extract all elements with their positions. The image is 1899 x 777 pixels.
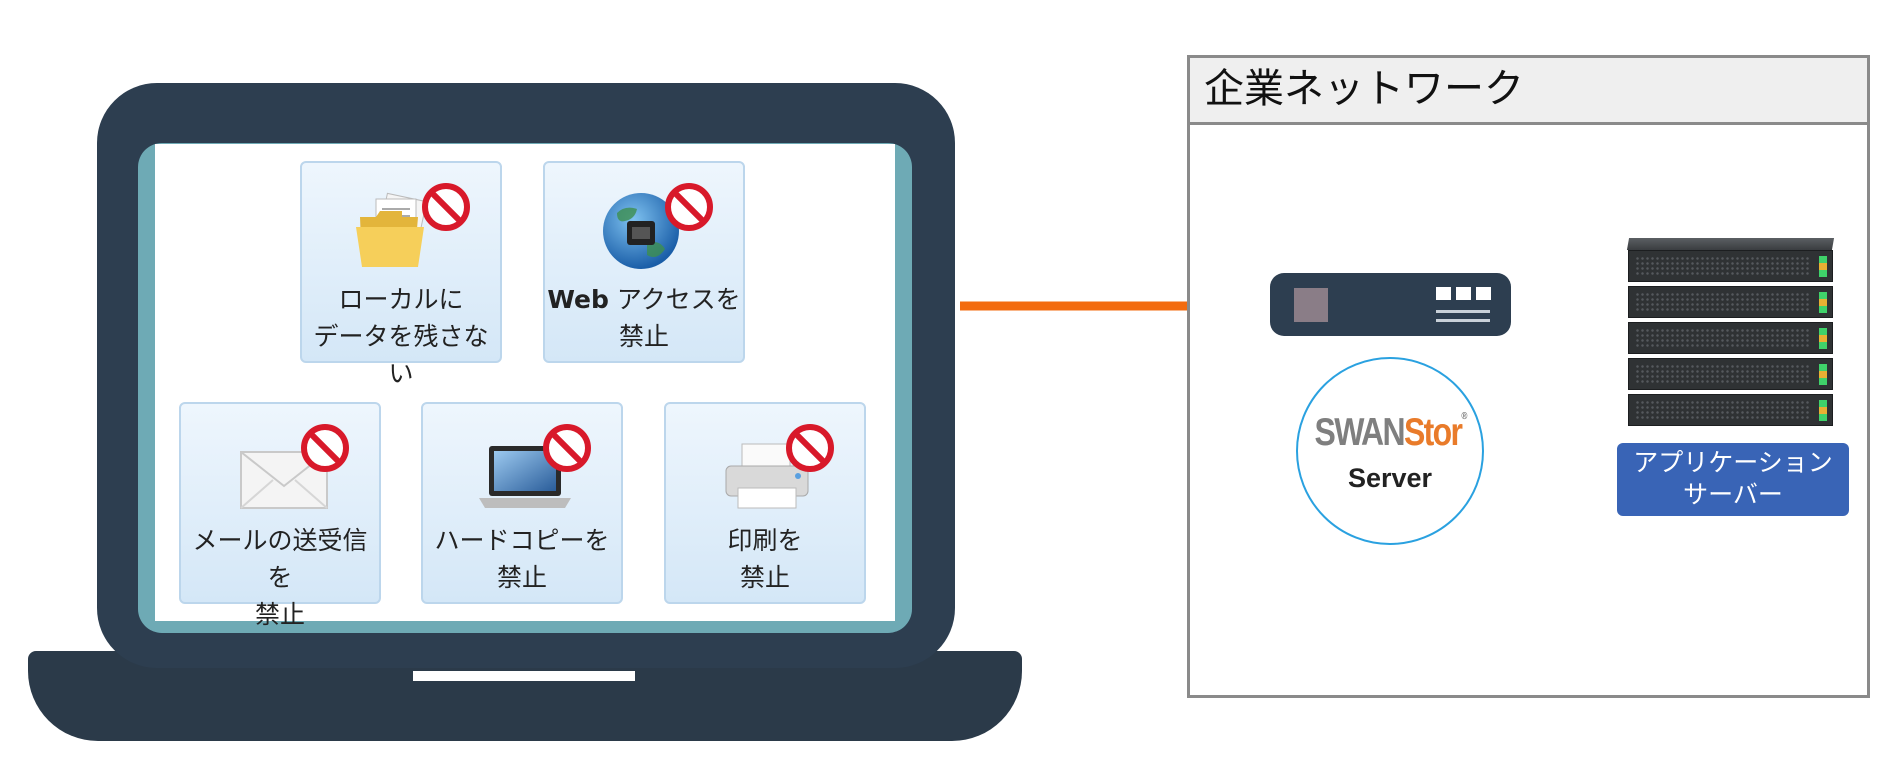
port-icon — [1294, 288, 1328, 322]
no-entry-icon — [301, 424, 349, 472]
logo-wordmark: SWANStor® — [1315, 411, 1466, 455]
tile-label: ローカルに データを残さない — [302, 281, 500, 392]
led-icon — [1476, 287, 1491, 300]
led-icon — [1456, 287, 1471, 300]
vent-line — [1436, 310, 1490, 313]
tile-no-hardcopy: ハードコピーを 禁止 — [421, 402, 623, 604]
no-entry-icon — [543, 424, 591, 472]
tile-no-local-data: ローカルに データを残さない — [300, 161, 502, 363]
rack-top — [1627, 238, 1834, 250]
tile-no-print: 印刷を 禁止 — [664, 402, 866, 604]
rack-unit — [1628, 394, 1833, 426]
tile-label: 印刷を 禁止 — [666, 522, 864, 596]
rack-unit — [1628, 286, 1833, 318]
rack-unit — [1628, 322, 1833, 354]
tile-label: Web アクセスを 禁止 — [545, 281, 743, 355]
tile-label: メールの送受信を 禁止 — [181, 522, 379, 633]
network-header: 企業ネットワーク — [1190, 58, 1867, 125]
rack-unit — [1628, 250, 1833, 282]
application-server-label: アプリケーション サーバー — [1617, 443, 1849, 516]
rack-unit — [1628, 358, 1833, 390]
led-icon — [1436, 287, 1451, 300]
logo-subtitle: Server — [1298, 463, 1482, 494]
no-entry-icon — [786, 424, 834, 472]
vent-line — [1436, 319, 1490, 322]
tile-label: ハードコピーを 禁止 — [423, 522, 621, 596]
tile-no-web-access: Web アクセスを 禁止 — [543, 161, 745, 363]
swanstor-appliance-icon — [1270, 273, 1511, 336]
network-title: 企業ネットワーク — [1204, 64, 1524, 114]
swanstor-server-logo: SWANStor® Server — [1296, 357, 1484, 545]
tile-no-email: メールの送受信を 禁止 — [179, 402, 381, 604]
no-entry-icon — [665, 183, 713, 231]
no-entry-icon — [422, 183, 470, 231]
laptop-hinge — [413, 671, 635, 681]
